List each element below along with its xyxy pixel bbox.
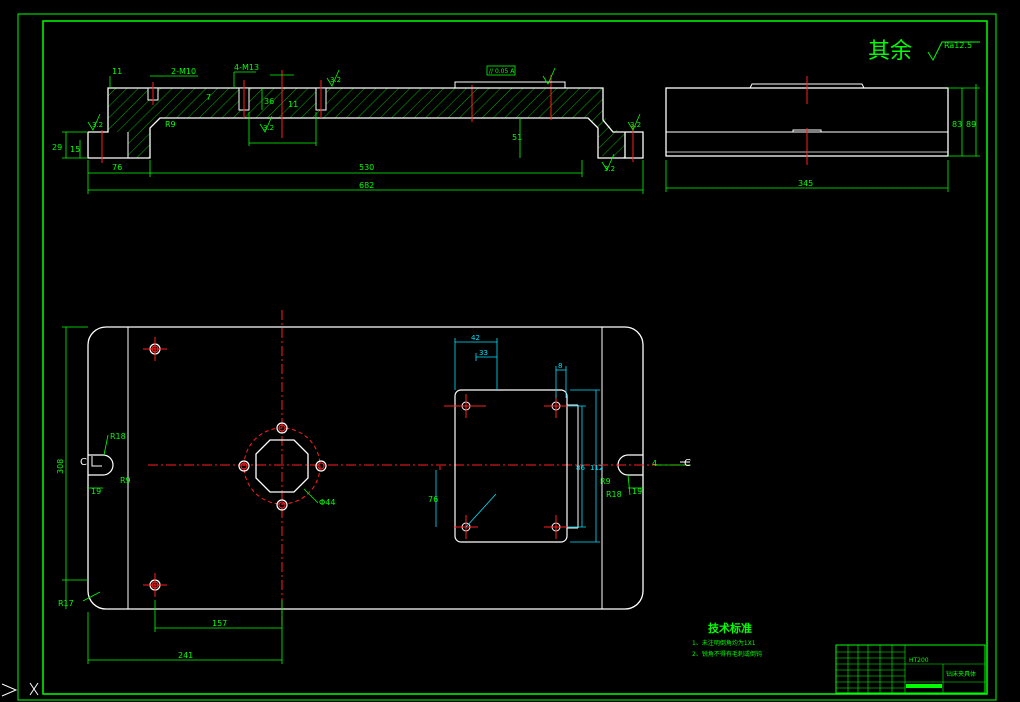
front-dim-2m10: 2-M10 — [171, 67, 196, 76]
plan-dim-33: 33 — [479, 349, 488, 357]
front-right-hatch — [598, 113, 625, 158]
plan-dim-r17: R17 — [58, 599, 74, 608]
side-dim-89: 89 — [966, 120, 976, 129]
plan-view: 308 19 19 R18 R18 R9 R9 R17 157 241 Φ44 … — [56, 310, 691, 664]
front-roughness-4: 3.2 — [604, 165, 615, 173]
front-dim-682: 682 — [359, 181, 374, 190]
technical-notes: 技术标准 1、未注明倒角均为1X1 2、锐角不得有毛刺或倒钝 — [692, 621, 762, 658]
note-1: 1、未注明倒角均为1X1 — [692, 639, 756, 647]
plan-dim-phi44: Φ44 — [319, 498, 335, 507]
front-view: 3.2 3.2 3.2 3.2 3.2 // 0.05 A 11 2-M10 4… — [52, 63, 644, 194]
front-dim-36: 36 — [264, 97, 274, 106]
plan-dim-4: 4 — [652, 459, 657, 468]
plan-dim-19b: 19 — [632, 487, 642, 496]
title-block-code: HT200 — [909, 657, 929, 664]
plan-dim-19a: 19 — [91, 487, 101, 496]
front-dim-11: 11 — [112, 67, 122, 76]
title-block: HT200 钻床夹具体 — [835, 644, 986, 694]
roughness-remark: 其余 Ra12.5 — [868, 39, 980, 64]
ucs-icon — [1, 682, 39, 697]
front-dim-51: 51 — [512, 133, 522, 142]
side-dim-83: 83 — [952, 120, 962, 129]
tolerance-frame: // 0.05 A — [489, 68, 515, 75]
plan-dim-112: 112 — [590, 464, 603, 472]
front-dim-76: 76 — [112, 163, 122, 172]
front-dim-r9: R9 — [165, 120, 176, 129]
note-2: 2、锐角不得有毛刺或倒钝 — [692, 650, 762, 658]
remark-text: 其余 — [868, 39, 912, 64]
plan-dim-308: 308 — [56, 459, 65, 474]
front-dim-7: 7 — [206, 93, 211, 102]
front-section-hatch — [108, 88, 603, 158]
side-dim-345: 345 — [798, 179, 813, 188]
plan-dim-r9b: R9 — [600, 477, 611, 486]
notes-title: 技术标准 — [708, 621, 752, 635]
front-dim-15: 15 — [70, 145, 80, 154]
section-mark-left: C — [80, 457, 87, 468]
plan-dim-r18b: R18 — [606, 490, 622, 499]
plan-dim-8: 8 — [558, 362, 562, 370]
front-roughness-5: 3.2 — [630, 121, 641, 129]
remark-roughness: Ra12.5 — [944, 41, 972, 50]
title-block-name: 钻床夹具体 — [946, 670, 976, 678]
section-mark-right: C — [684, 458, 691, 469]
side-view: 345 83 89 — [665, 76, 980, 192]
plan-dim-86: 86 — [576, 464, 585, 472]
front-dim-4m13: 4-M13 — [234, 63, 259, 72]
front-roughness-2: 3.2 — [263, 124, 274, 132]
front-dim-29: 29 — [52, 143, 62, 152]
sheet-border — [17, 13, 997, 701]
plan-dim-76: 76 — [428, 495, 438, 504]
front-dim-11b: 11 — [288, 100, 298, 109]
plan-dim-r9a: R9 — [120, 476, 131, 485]
plan-dim-241: 241 — [178, 651, 193, 660]
plan-dim-42: 42 — [471, 334, 480, 342]
front-dim-530: 530 — [359, 163, 374, 172]
front-roughness-1: 3.2 — [92, 121, 103, 129]
plan-dim-157: 157 — [212, 619, 227, 628]
front-roughness-3: 3.2 — [330, 76, 341, 84]
plan-dim-r18a: R18 — [110, 432, 126, 441]
